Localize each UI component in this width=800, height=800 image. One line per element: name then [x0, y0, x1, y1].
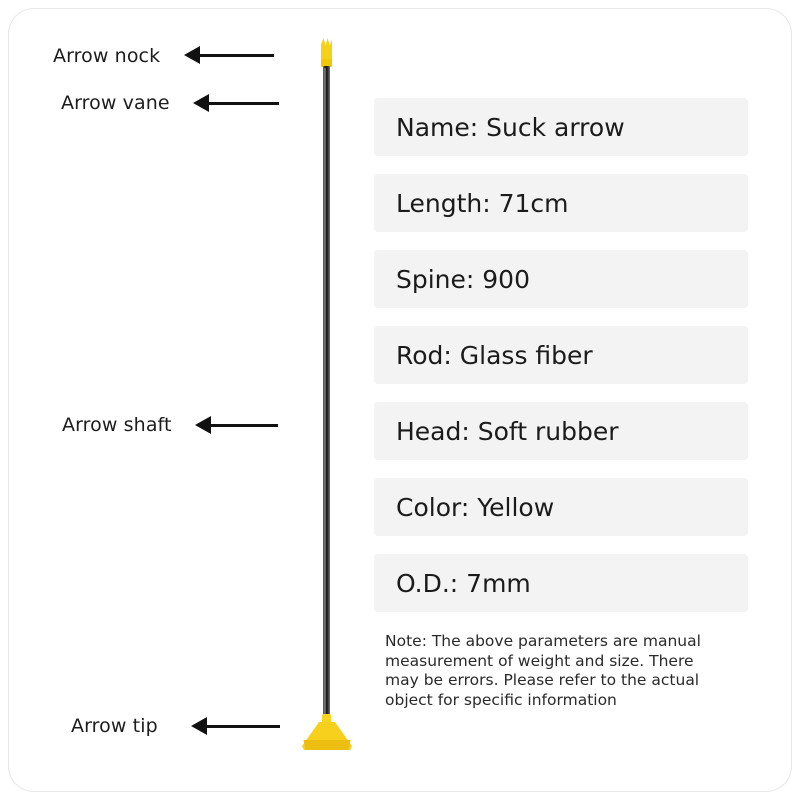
arrow-shaft-highlight — [324, 68, 326, 716]
callout-arrow-shaft-arrowhead — [195, 416, 211, 434]
arrow-illustration — [300, 28, 360, 758]
callout-arrow-vane-label: Arrow vane — [61, 92, 170, 114]
arrow-tip-suction-cup-shadow — [303, 740, 351, 750]
callout-arrow-nock-arrowhead — [184, 46, 200, 64]
spec-row: Spine: 900 — [374, 250, 748, 308]
spec-list: Name: Suck arrow Length: 71cm Spine: 900… — [374, 98, 748, 630]
callout-arrow-nock-line — [190, 54, 274, 57]
spec-row: O.D.: 7mm — [374, 554, 748, 612]
spec-row: Name: Suck arrow — [374, 98, 748, 156]
spec-row: Rod: Glass fiber — [374, 326, 748, 384]
callout-arrow-nock-label: Arrow nock — [53, 45, 161, 67]
spec-row: Head: Soft rubber — [374, 402, 748, 460]
arrow-shaft-graphic — [323, 66, 330, 721]
arrow-vane-graphic — [321, 59, 332, 67]
callout-arrow-vane-line — [199, 102, 279, 105]
callout-arrow-shaft-line — [201, 424, 278, 427]
callout-arrow-vane-arrowhead — [193, 94, 209, 112]
spec-row: Color: Yellow — [374, 478, 748, 536]
callout-arrow-tip-line — [197, 725, 280, 728]
measurement-note: Note: The above parameters are manual me… — [385, 632, 701, 709]
spec-row: Length: 71cm — [374, 174, 748, 232]
callout-arrow-tip-arrowhead — [191, 717, 207, 735]
callout-arrow-shaft-label: Arrow shaft — [62, 414, 172, 436]
callout-arrow-tip-label: Arrow tip — [71, 715, 158, 737]
arrow-nock-graphic — [321, 38, 332, 60]
